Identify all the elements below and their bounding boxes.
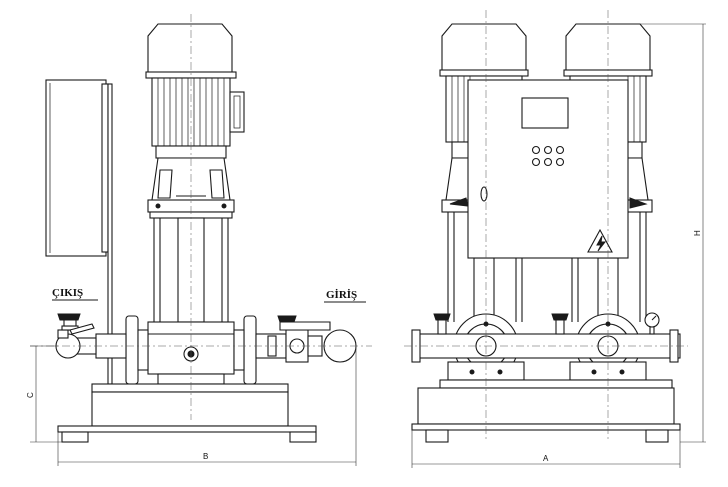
dimension-h: H xyxy=(640,23,706,443)
svg-text:C: C xyxy=(26,392,35,398)
front-view: H A xyxy=(404,10,706,468)
side-discharge-piping xyxy=(55,313,127,359)
side-suction-piping xyxy=(255,315,357,363)
dimension-a: A xyxy=(411,430,681,468)
svg-text:GİRİŞ: GİRİŞ xyxy=(326,289,357,301)
side-view: ÇIKIŞ GİRİŞ C B xyxy=(26,14,372,466)
svg-text:H: H xyxy=(693,230,702,236)
svg-text:B: B xyxy=(203,452,208,461)
outlet-label: ÇIKIŞ xyxy=(52,287,98,301)
front-control-panel xyxy=(467,79,629,259)
dimension-b: B xyxy=(57,346,357,466)
dimension-c: C xyxy=(26,345,62,443)
front-valves xyxy=(433,313,655,335)
side-control-panel xyxy=(45,79,113,385)
pressure-gauge-icon xyxy=(644,312,660,328)
side-base xyxy=(57,383,317,443)
svg-text:ÇIKIŞ: ÇIKIŞ xyxy=(52,287,83,299)
side-motor xyxy=(145,23,245,159)
inlet-label: GİRİŞ xyxy=(324,289,366,303)
svg-text:A: A xyxy=(543,454,549,463)
front-base xyxy=(411,379,681,443)
